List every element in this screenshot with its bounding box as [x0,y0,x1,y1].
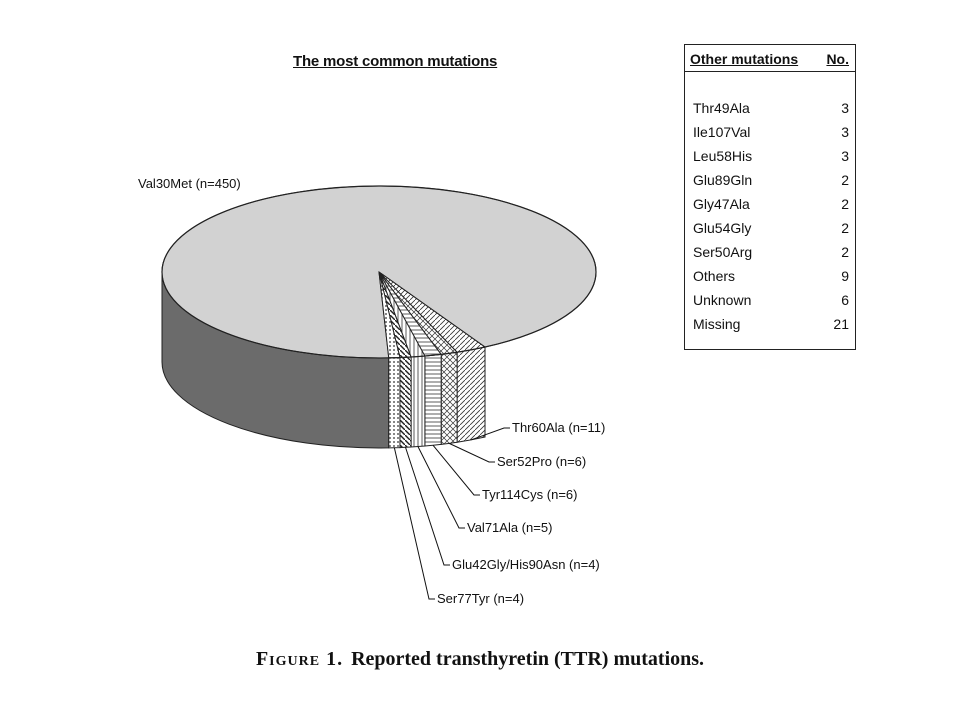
slice-label-tyr114cys: Tyr114Cys (n=6) [482,487,578,502]
pie-top [161,185,597,359]
leader-line [471,427,510,441]
slice-labels: Val30Met (n=450) Thr60Ala (n=11) Ser52Pro … [138,176,605,606]
slice-side-1 [456,346,486,443]
other-mutations-table: Other mutations No. Thr49Ala 3 Ile107Val 3… [684,44,856,350]
table-row: Gly47Ala 2 [685,193,855,217]
slice-side-5 [399,356,412,449]
mutation-name: Others [693,268,736,284]
leader-line [432,444,480,496]
mutation-count: 3 [841,100,849,116]
mutation-name: Unknown [693,292,752,308]
mutation-count: 2 [841,220,849,236]
leader-line [393,447,435,600]
mutation-count: 9 [841,268,849,284]
mutation-name: Leu58His [693,148,753,164]
mutation-name: Glu54Gly [693,220,752,236]
mutation-name: Ser50Arg [693,244,753,260]
figure-caption-text: Reported transthyretin (TTR) mutations. [351,648,705,670]
mutation-name: Gly47Ala [693,196,750,212]
figure-caption: Figure 1. Reported transthyretin (TTR) mu… [0,648,960,671]
mutation-count: 2 [841,244,849,260]
slice-side-6 [388,357,401,449]
slice-label-thr60ala: Thr60Ala (n=11) [512,420,605,435]
table-row: Thr49Ala 3 [685,97,855,121]
slice-label-ser77tyr: Ser77Tyr (n=4) [437,591,524,606]
table-row: Ile107Val 3 [685,121,855,145]
table-row: Glu89Gln 2 [685,169,855,193]
slice-side-4 [410,355,426,448]
mutation-count: 3 [841,124,849,140]
header-mutation: Other mutations [690,51,799,67]
header-count: No. [826,51,849,67]
table-row: Glu54Gly 2 [685,217,855,241]
mutation-name: Ile107Val [693,124,751,140]
mutation-count: 21 [833,316,849,332]
chart-title: The most common mutations [293,53,498,70]
leader-line [417,446,465,529]
leader-line [405,447,450,566]
table-row: Leu58His 3 [685,145,855,169]
slice-label-glu42gly-his90asn: Glu42Gly/His90Asn (n=4) [452,557,600,572]
leader-line [448,442,495,463]
slice-side-2 [440,351,458,445]
mutation-name: Glu89Gln [693,172,753,188]
pie-top-outline [161,185,597,359]
mutation-count: 2 [841,196,849,212]
mutation-count: 2 [841,172,849,188]
slice-label-ser52pro: Ser52Pro (n=6) [497,454,586,469]
other-mutations-header: Other mutations No. [685,45,855,72]
table-row: Others 9 [685,265,855,289]
mutation-count: 3 [841,148,849,164]
slice-side-3 [424,353,442,447]
figure-label: Figure 1. [255,648,344,670]
pie-side [161,271,486,449]
table-row: Unknown 6 [685,289,855,313]
mutation-name: Thr49Ala [693,100,750,116]
slice-label-val71ala: Val71Ala (n=5) [467,520,552,535]
table-row: Missing 21 [685,313,855,337]
table-row: Ser50Arg 2 [685,241,855,265]
leader-lines [393,427,510,600]
mutation-count: 6 [841,292,849,308]
slice-label-val30met: Val30Met (n=450) [138,176,241,191]
mutation-name: Missing [693,316,741,332]
